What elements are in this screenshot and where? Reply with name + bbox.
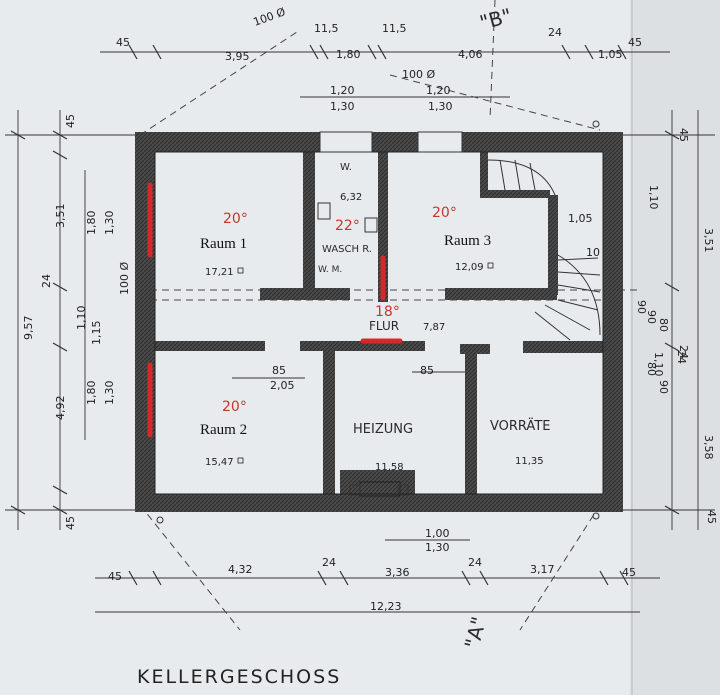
dimension-label: 1,30 (330, 100, 355, 113)
dimension-label: 1,30 (425, 541, 450, 554)
dimension-label: 100 Ø (402, 68, 435, 81)
dimension-label: 45 (64, 114, 77, 128)
dimension-ticks (10, 44, 680, 586)
room-temp-wasch: 22° (335, 218, 360, 234)
room-area-wasch: 6,32 (340, 192, 362, 203)
room-name-raum1: Raum 1 (200, 236, 247, 252)
left-dimensions: 9,57 45 3,51 24 4,92 45 1,80 1,30 1,101,15 1,80 1,… (22, 114, 131, 530)
dimension-label: 3,95 (225, 50, 250, 63)
fixtures (156, 120, 600, 524)
area-unit-icon (237, 267, 244, 274)
dimension-label: 1,10 (75, 306, 88, 331)
dimension-label: 24 (677, 345, 690, 359)
dimension-label: 1,00 (425, 527, 450, 540)
area-unit-icon (237, 457, 244, 464)
room-name-w: W. (340, 162, 352, 173)
dimension-label: 80 (645, 362, 658, 376)
dimension-label: 80 (657, 318, 670, 332)
dimension-label: 10 (586, 246, 600, 259)
dimension-label: 90 (645, 310, 658, 324)
staircase (487, 159, 601, 341)
room-area-raum2: 15,47 (205, 457, 234, 468)
room-area-raum3: 12,09 (455, 262, 484, 273)
dimension-label: 1,05 (568, 212, 593, 225)
dimension-label: 3,51 (702, 228, 715, 253)
dimension-label: 45 (116, 36, 130, 49)
dimension-label: 1,20 (330, 84, 355, 97)
dimension-label: 24 (675, 350, 688, 364)
room-temp-flur: 18° (375, 304, 400, 320)
dimension-label: 1,20 (426, 84, 451, 97)
dimension-label: 11,5 (314, 22, 339, 35)
dimension-label: 90 (635, 300, 648, 314)
room-temp-raum3: 20° (432, 205, 457, 221)
dimension-label: 1,10 (652, 352, 665, 377)
paper-fold (630, 0, 720, 695)
dimension-label: 100 Ø (118, 262, 131, 295)
room-name-wm: W. M. (318, 265, 342, 275)
room-area-vorraete: 11,35 (515, 456, 544, 467)
dimension-label: 4,92 (54, 396, 67, 421)
dimension-label: 24 (40, 274, 53, 288)
plan-title: KELLERGESCHOSS (137, 666, 341, 688)
dimension-label: 3,51 (54, 204, 67, 229)
dimension-label: 1,80 (85, 211, 98, 236)
dimension-label: 45 (628, 36, 642, 49)
room-area-raum1: 17,21 (205, 267, 234, 278)
dimension-label: 45 (705, 510, 718, 524)
dimension-label: 85 (420, 364, 434, 377)
dimension-label: 85 (272, 364, 286, 377)
room-name-vorraete: VORRÄTE (490, 418, 550, 434)
dimension-label: 45 (64, 516, 77, 530)
room-temp-raum1: 20° (223, 211, 248, 227)
dimension-label: 1,15 (90, 321, 103, 346)
dimension-label: 1,30 (428, 100, 453, 113)
dimension-label: 1,05 (598, 48, 623, 61)
area-unit-icon (487, 262, 494, 269)
dimension-label: 45 (677, 128, 690, 142)
dimension-label: 1,80 (85, 381, 98, 406)
dimension-label: 1,80 (336, 48, 361, 61)
room-area-flur: 7,87 (423, 322, 445, 333)
dimension-label: 12,23 (370, 600, 402, 613)
dimension-label: 90 (657, 380, 670, 394)
room-name-raum2: Raum 2 (200, 422, 247, 438)
room-area-heizung: 11,58 (375, 462, 404, 473)
dimension-label: 3,36 (385, 566, 410, 579)
bottom-dimensions: 45 4,32 24 3,36 24 3,17 45 12,23 1,001,30 (108, 527, 636, 613)
room-name-heizung: HEIZUNG (353, 422, 413, 437)
dimension-label: 3,17 (530, 563, 555, 576)
dimension-label: 4,32 (228, 563, 253, 576)
dimension-label: 45 (108, 570, 122, 583)
dimension-label: 1,10 (647, 185, 660, 210)
dimension-label: 4,06 (458, 48, 483, 61)
dimension-label: 24 (468, 556, 482, 569)
room-name-wasch: WASCH R. (322, 244, 372, 255)
dimension-label: 11,5 (382, 22, 407, 35)
dimension-label: 45 (622, 566, 636, 579)
inner-dimensions: 85 2,05 85 10 (270, 246, 600, 392)
interior-walls (155, 152, 603, 496)
dimension-label: 1,30 (103, 381, 116, 406)
dimension-label: 1,30 (103, 211, 116, 236)
dimension-lines (5, 51, 715, 613)
room-temp-raum2: 20° (222, 399, 247, 415)
room-name-flur: FLUR (369, 319, 399, 333)
door-openings (319, 131, 463, 153)
dimension-label: 24 (322, 556, 336, 569)
dimension-label: 24 (548, 26, 562, 39)
dimension-label: 2,05 (270, 379, 295, 392)
room-name-raum3: Raum 3 (444, 233, 491, 249)
dimension-label: 9,57 (22, 316, 35, 341)
dimension-label: 3,58 (702, 435, 715, 460)
